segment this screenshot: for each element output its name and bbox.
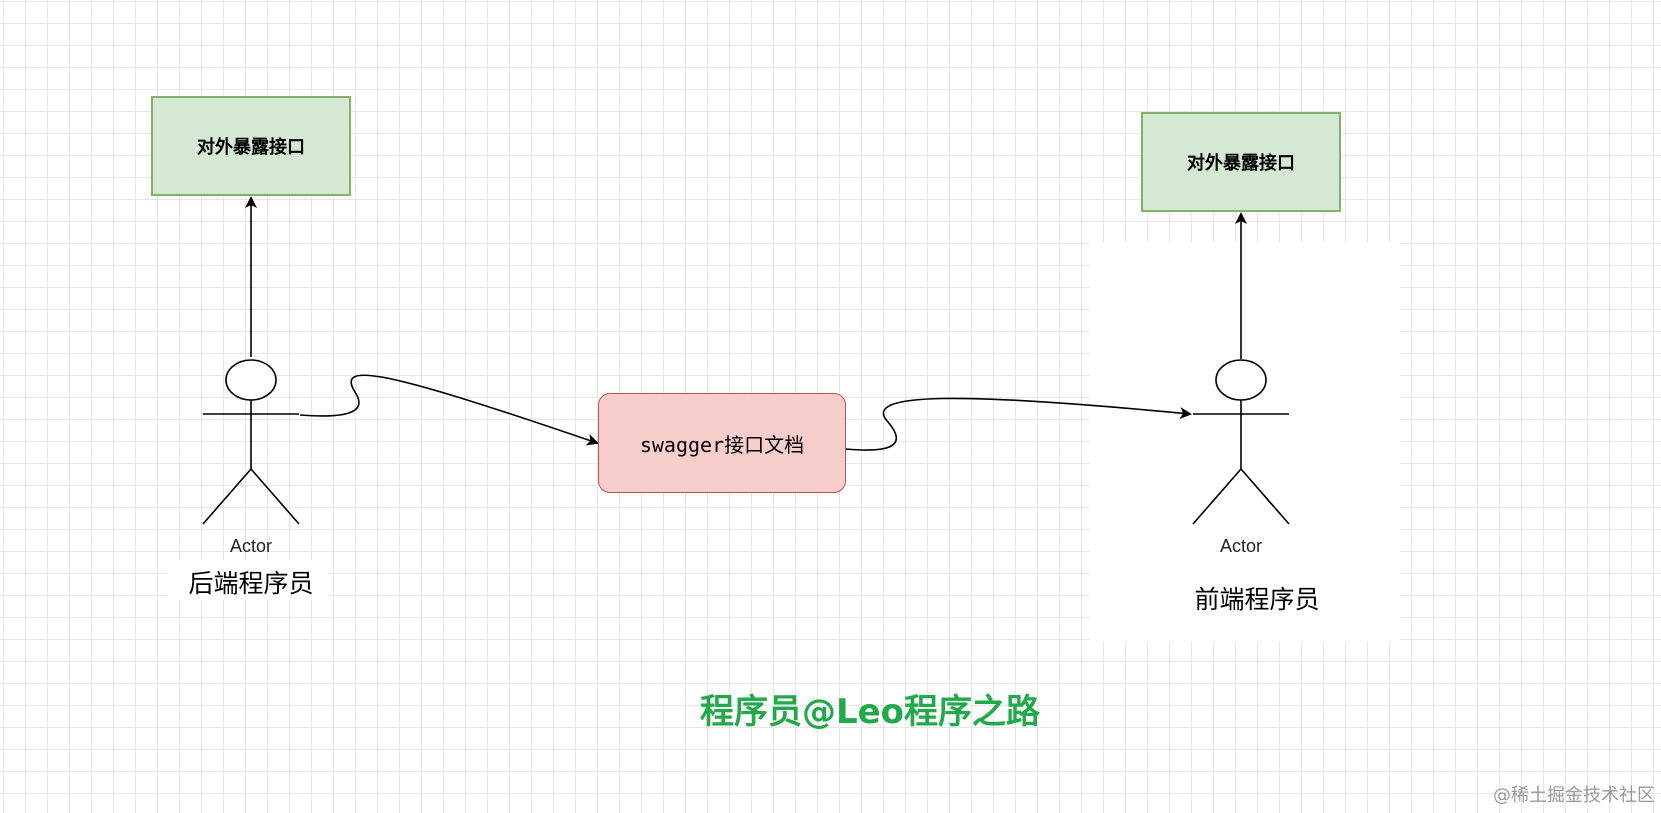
actor-left-leg (202, 468, 252, 525)
author-credit: 程序员@Leo程序之路 (699, 692, 1041, 732)
edge-backend-to-swagger (299, 374, 599, 446)
actor-right-leg (1240, 468, 1290, 525)
frontend-role-label: 前端程序员 (1194, 585, 1320, 614)
frontend-expose-api-box: 对外暴露接口 (1141, 112, 1341, 212)
backend-role-label: 后端程序员 (188, 569, 314, 598)
frontend-actor-figure (1192, 359, 1290, 525)
backend-expose-api-box: 对外暴露接口 (151, 96, 351, 196)
label-background-left (168, 560, 328, 600)
actor-head (1215, 359, 1267, 401)
swagger-doc-box: swagger接口文档 (598, 393, 846, 493)
actor-head (225, 359, 277, 401)
platform-watermark: @稀土掘金技术社区 (1493, 785, 1655, 806)
actor-right-leg (250, 468, 300, 525)
backend-actor-figure (202, 359, 300, 525)
backend-actor-label: Actor (229, 536, 272, 556)
actor-left-leg (1192, 468, 1242, 525)
frontend-actor-label: Actor (1219, 536, 1262, 556)
